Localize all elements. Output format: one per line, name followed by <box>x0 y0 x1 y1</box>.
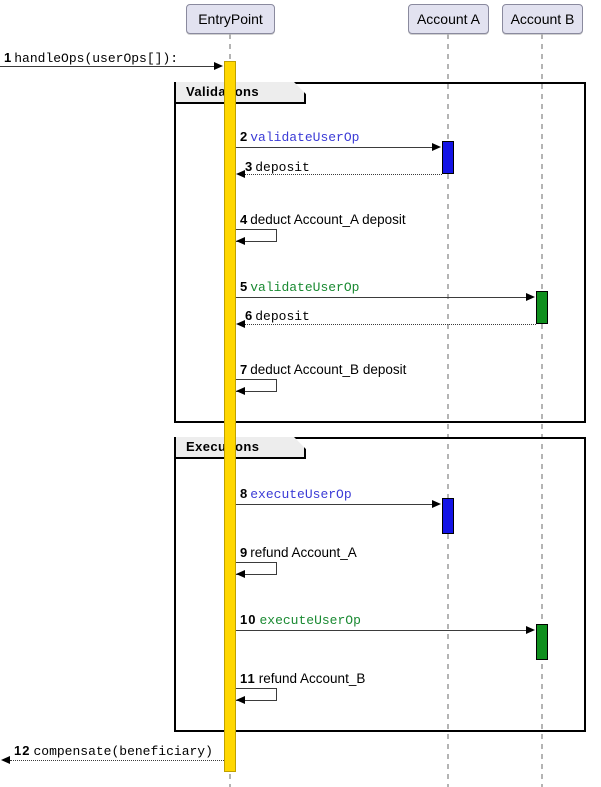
participant-label: Account B <box>510 11 575 27</box>
message-4-number: 4 <box>240 212 248 227</box>
message-3-text: deposit <box>255 160 310 175</box>
message-4-arrowhead <box>236 237 245 245</box>
message-5-text: validateUserOp <box>250 280 360 295</box>
message-6-number: 6 <box>245 308 253 323</box>
message-12-line <box>10 760 224 761</box>
message-2-text: validateUserOp <box>250 130 360 145</box>
message-7-selfcall-path <box>236 379 277 392</box>
message-7-number: 7 <box>240 362 248 377</box>
message-10-arrowhead <box>526 625 535 634</box>
message-11-number: 11 <box>240 671 256 686</box>
message-1-number: 1 <box>4 50 12 65</box>
message-7-text: deduct Account_B deposit <box>250 362 407 377</box>
message-4-text: deduct Account_A deposit <box>250 212 406 227</box>
message-9-text: refund Account_A <box>250 545 357 560</box>
participant-entrypoint[interactable]: EntryPoint <box>186 4 275 34</box>
message-2-number: 2 <box>240 129 248 144</box>
message-10-line <box>236 630 527 631</box>
fragment-label-text: Validations <box>186 84 260 99</box>
message-3-arrowhead <box>236 169 245 178</box>
participant-account-b[interactable]: Account B <box>502 4 583 34</box>
message-12-text: compensate(beneficiary) <box>33 744 213 759</box>
activation-account-b-execute <box>536 624 548 660</box>
message-9-arrowhead <box>236 570 245 578</box>
message-7-arrowhead <box>236 387 245 395</box>
activation-account-b-validate <box>536 291 548 324</box>
message-6-line <box>245 324 536 325</box>
fragment-label-validations: Validations <box>174 82 306 104</box>
message-3-line <box>245 174 442 175</box>
message-5-line <box>236 297 527 298</box>
message-8-arrowhead <box>432 499 441 508</box>
activation-account-a-execute <box>442 498 454 534</box>
participant-label: EntryPoint <box>198 11 263 27</box>
message-4-selfcall-path <box>236 229 277 242</box>
message-2-arrowhead <box>432 142 441 151</box>
message-10-number: 10 <box>240 612 257 627</box>
message-8-number: 8 <box>240 486 248 501</box>
fragment-frame-executions <box>174 437 586 732</box>
message-2-line <box>236 147 433 148</box>
message-8-line <box>236 504 433 505</box>
message-1-text: handleOps(userOps[]): <box>14 51 179 66</box>
message-1-line <box>0 66 215 67</box>
message-6-arrowhead <box>236 319 245 328</box>
message-9-number: 9 <box>240 545 248 560</box>
fragment-label-text: Executions <box>186 439 260 454</box>
message-12-number: 12 <box>14 743 31 758</box>
fragment-label-executions: Executions <box>174 437 306 459</box>
fragment-frame-validations <box>174 82 586 423</box>
message-1-arrowhead <box>214 61 223 70</box>
message-11-arrowhead <box>236 696 245 704</box>
message-11-text: refund Account_B <box>258 671 366 686</box>
activation-account-a-validate <box>442 141 454 174</box>
lifeline-account-a <box>447 34 449 787</box>
message-5-number: 5 <box>240 279 248 294</box>
message-12-arrowhead <box>1 755 10 764</box>
message-10-text: executeUserOp <box>259 613 361 628</box>
participant-account-a[interactable]: Account A <box>408 4 489 34</box>
message-5-arrowhead <box>526 292 535 301</box>
message-3-number: 3 <box>245 159 253 174</box>
participant-label: Account A <box>416 11 481 27</box>
message-8-text: executeUserOp <box>250 487 352 502</box>
activation-entrypoint <box>224 61 236 772</box>
lifeline-account-b <box>541 34 543 787</box>
message-11-selfcall-path <box>236 688 277 701</box>
message-9-selfcall-path <box>236 562 277 575</box>
message-6-text: deposit <box>255 309 310 324</box>
